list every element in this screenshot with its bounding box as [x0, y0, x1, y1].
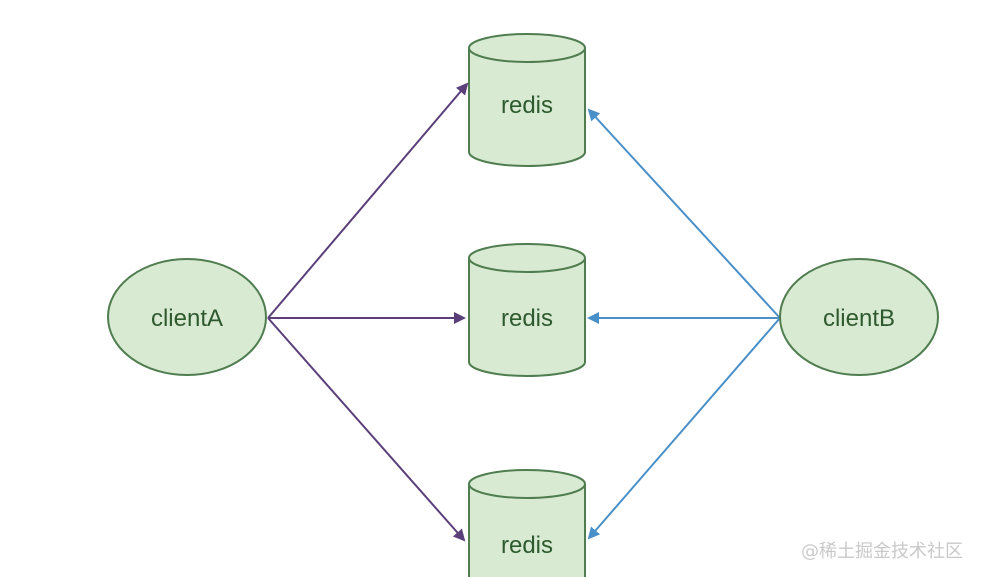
- redis-bottom-cylinder-cap: [468, 469, 586, 499]
- redis-middle-cylinder-cap: [468, 243, 586, 273]
- arrow-client-a-to-redis-top: [267, 82, 469, 319]
- redis-bottom-cylinder-body: [468, 484, 586, 577]
- client-a-label: clientA: [151, 305, 223, 332]
- arrow-client-a-to-redis-bottom: [267, 317, 466, 542]
- arrow-client-b-to-redis-top: [587, 108, 781, 319]
- redis-top-cylinder-body: [468, 48, 586, 167]
- redis-bottom-node: redis: [468, 469, 586, 577]
- watermark: @稀土掘金技术社区: [801, 541, 963, 562]
- client-b-node: clientB: [779, 258, 939, 376]
- redis-bottom-label: redis: [501, 532, 553, 559]
- arrow-client-b-to-redis-bottom: [587, 317, 781, 540]
- client-b-arrows: [587, 108, 781, 540]
- client-a-node: clientA: [107, 258, 267, 376]
- redis-middle-cylinder-body: [468, 258, 586, 377]
- client-a-arrows: [267, 82, 469, 542]
- redis-top-label: redis: [501, 92, 553, 119]
- redis-middle-node: redis: [468, 243, 586, 377]
- redis-middle-label: redis: [501, 305, 553, 332]
- client-b-label: clientB: [823, 305, 895, 332]
- redis-top-cylinder-cap: [468, 33, 586, 63]
- redis-top-node: redis: [468, 33, 586, 167]
